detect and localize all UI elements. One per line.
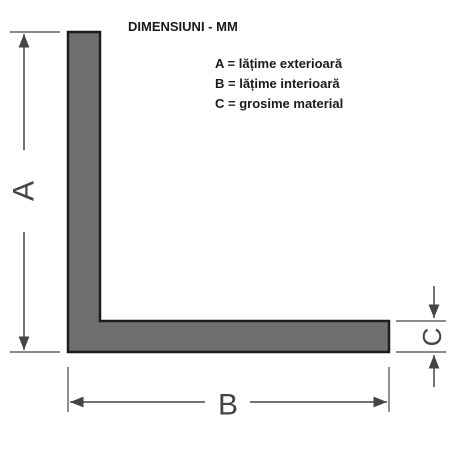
legend-item-b: B = lățime interioară (215, 76, 340, 91)
dimension-a: A (8, 31, 60, 353)
dimension-b-label: B (218, 389, 238, 422)
dimension-c-label: C (417, 328, 447, 347)
dimension-legend: A = lățime exterioară B = lățime interio… (215, 54, 343, 114)
dimension-b: B (67, 367, 390, 422)
diagram-title: DIMENSIUNI - MM (128, 19, 238, 34)
legend-item-c: C = grosime material (215, 96, 344, 111)
legend-item-a: A = lățime exterioară (215, 56, 343, 71)
dimension-c: C (396, 286, 447, 387)
l-profile-shape (66, 30, 391, 354)
dimension-a-label: A (8, 181, 41, 201)
